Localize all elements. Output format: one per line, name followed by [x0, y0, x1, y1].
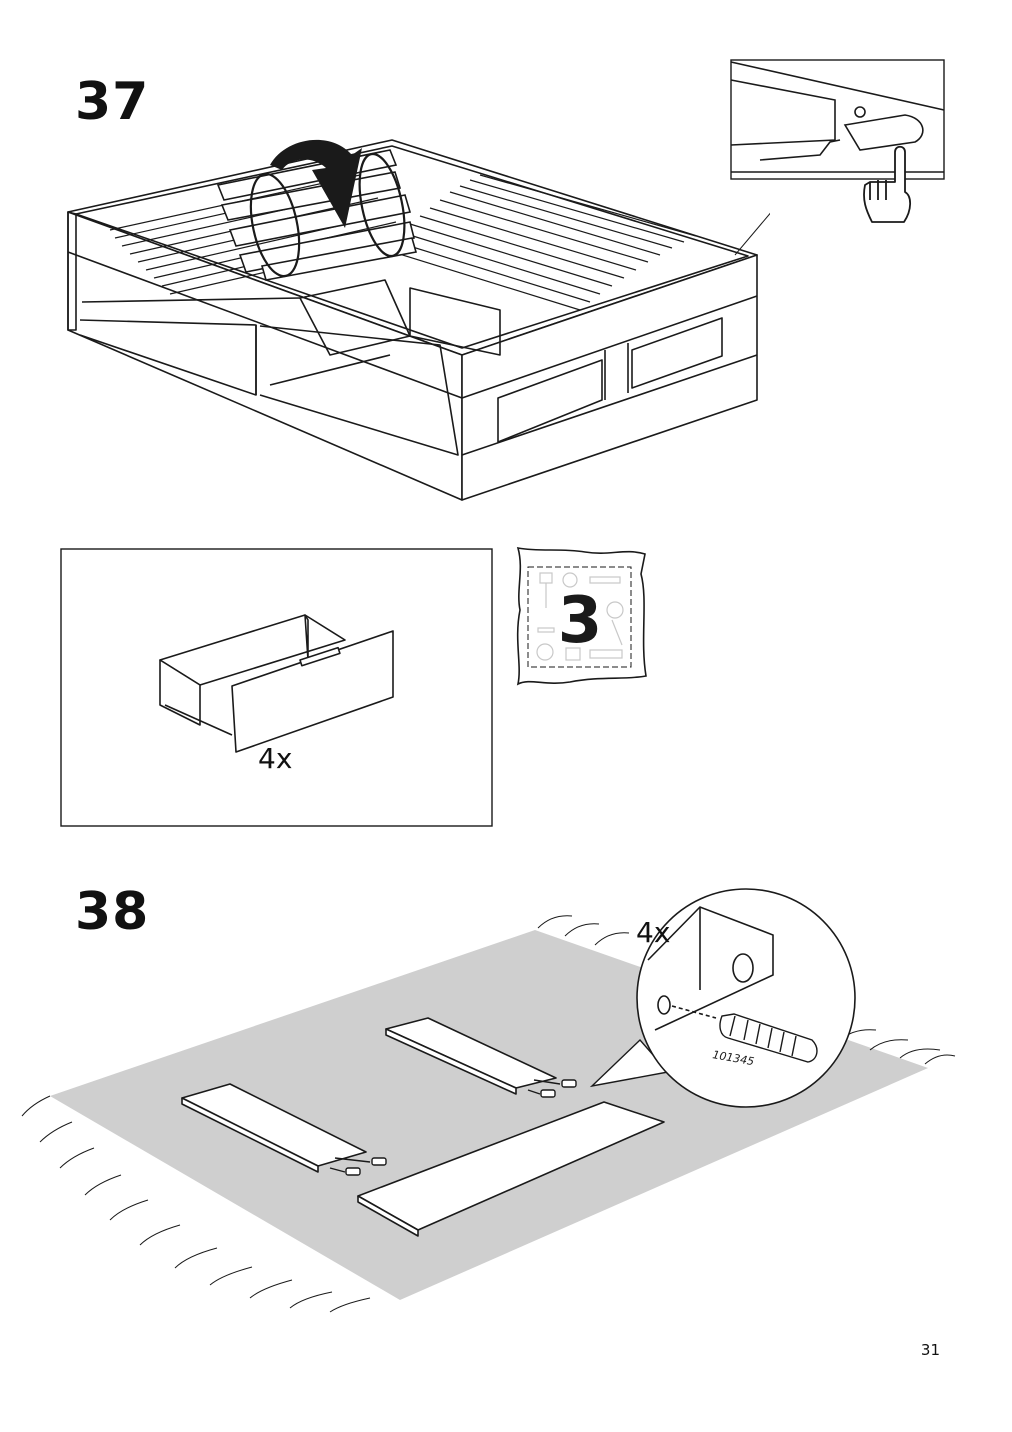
page-number: 31	[920, 1341, 940, 1359]
drawer-quantity: 4x	[258, 742, 293, 775]
bed-frame-illustration	[67, 139, 770, 501]
rug-panels-illustration: 101345	[21, 888, 956, 1313]
drawer-inset-box	[60, 548, 493, 827]
dowel-quantity: 4x	[636, 916, 671, 949]
hardware-bag-badge: 3	[516, 546, 647, 686]
step-number-38: 38	[75, 882, 150, 942]
latch-detail-illustration	[730, 59, 945, 223]
step-number-37: 37	[75, 72, 150, 132]
bag-number: 3	[558, 584, 603, 658]
